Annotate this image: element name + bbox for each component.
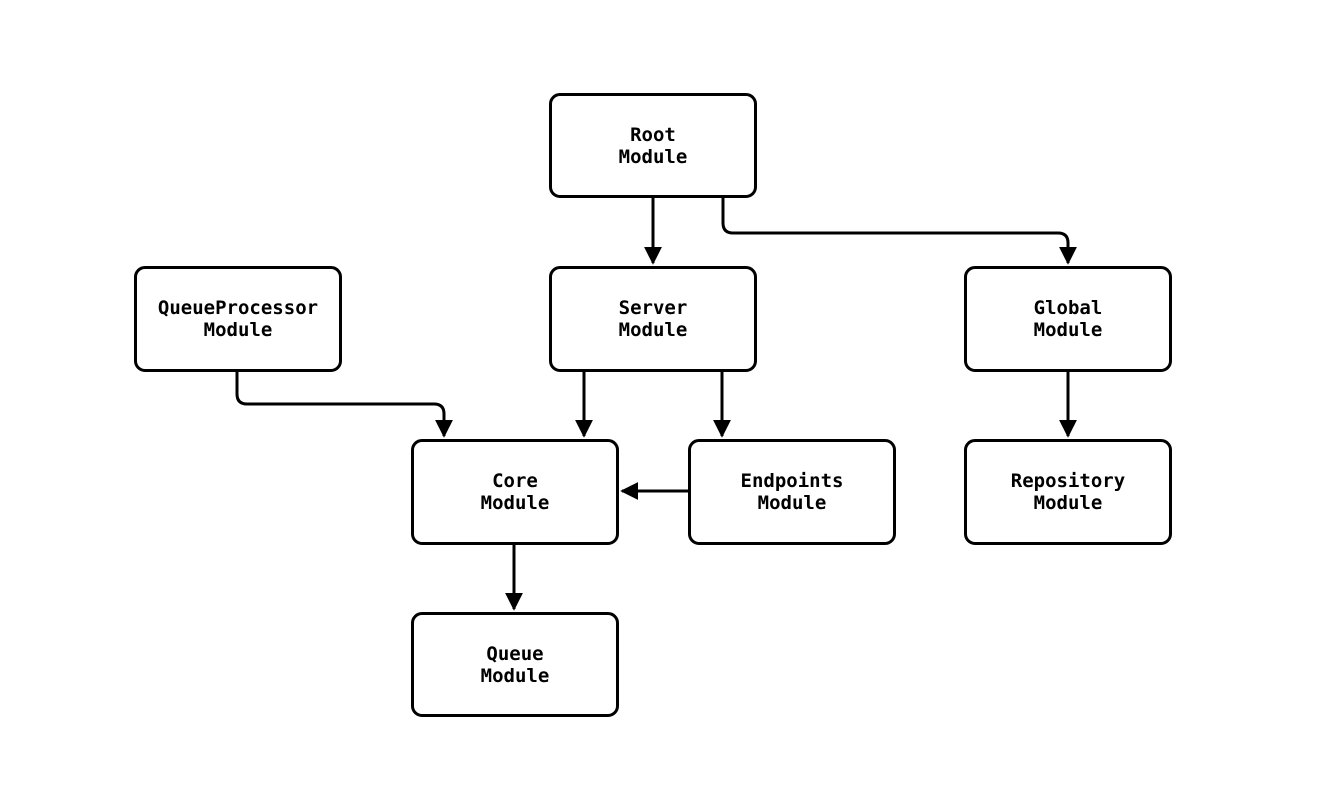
node-endpoints-module: Endpoints Module [688, 439, 896, 545]
node-root-module: Root Module [549, 93, 757, 198]
node-queue-module-label: Queue Module [480, 642, 550, 687]
node-queueprocessor-module-label: QueueProcessor Module [157, 297, 319, 341]
node-queueprocessor-module: QueueProcessor Module [134, 266, 342, 372]
node-repository-module: Repository Module [964, 439, 1172, 545]
node-global-module: Global Module [964, 266, 1172, 372]
edge-root-to-global [721, 198, 1077, 265]
node-queue-module: Queue Module [411, 612, 619, 717]
node-server-module-label: Server Module [618, 297, 688, 341]
node-root-module-label: Root Module [618, 123, 688, 168]
node-core-module-label: Core Module [480, 470, 550, 514]
node-repository-module-label: Repository Module [1010, 470, 1126, 514]
node-endpoints-module-label: Endpoints Module [740, 470, 844, 514]
edge-queueprocessor-to-core [235, 372, 453, 438]
node-server-module: Server Module [549, 266, 757, 372]
node-global-module-label: Global Module [1033, 297, 1103, 341]
node-core-module: Core Module [411, 439, 619, 545]
